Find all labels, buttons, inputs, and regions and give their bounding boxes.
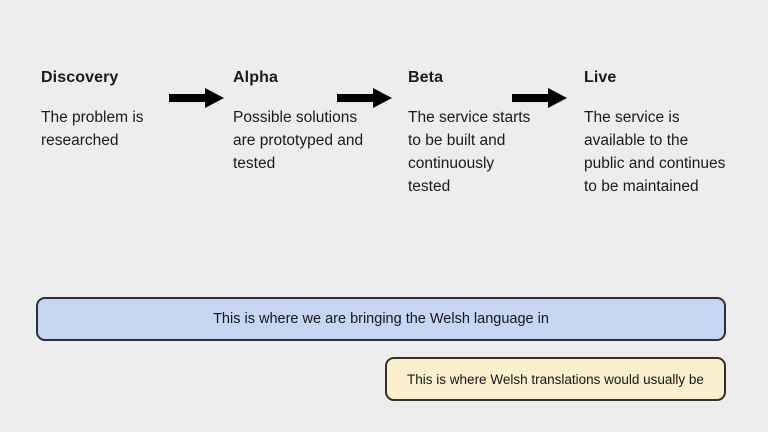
phase-timeline: Discovery The problem is researched Alph… xyxy=(0,68,768,258)
phase-live-title: Live xyxy=(584,69,617,86)
phase-live: Live The service is available to the pub… xyxy=(584,68,732,198)
arrow-right-icon xyxy=(337,86,393,110)
callout-welsh-language-in-text: This is where we are bringing the Welsh … xyxy=(213,311,549,327)
callout-welsh-translations-usually-text: This is where Welsh translations would u… xyxy=(407,371,704,387)
callout-welsh-language-in: This is where we are bringing the Welsh … xyxy=(36,297,726,341)
phase-live-description: The service is available to the public a… xyxy=(584,109,726,195)
phase-beta: Beta The service starts to be built and … xyxy=(408,68,538,198)
phase-discovery: Discovery The problem is researched xyxy=(41,68,181,152)
phase-beta-description: The service starts to be built and conti… xyxy=(408,109,531,195)
phase-alpha-title: Alpha xyxy=(233,69,278,86)
phase-alpha: Alpha Possible solutions are prototyped … xyxy=(233,68,383,175)
callout-welsh-translations-usually: This is where Welsh translations would u… xyxy=(385,357,726,401)
arrow-right-icon xyxy=(169,86,225,110)
phase-discovery-title: Discovery xyxy=(41,69,119,86)
phase-discovery-description: The problem is researched xyxy=(41,109,144,149)
phase-beta-title: Beta xyxy=(408,69,444,86)
arrow-right-icon xyxy=(512,86,568,110)
phase-alpha-description: Possible solutions are prototyped and te… xyxy=(233,109,364,172)
